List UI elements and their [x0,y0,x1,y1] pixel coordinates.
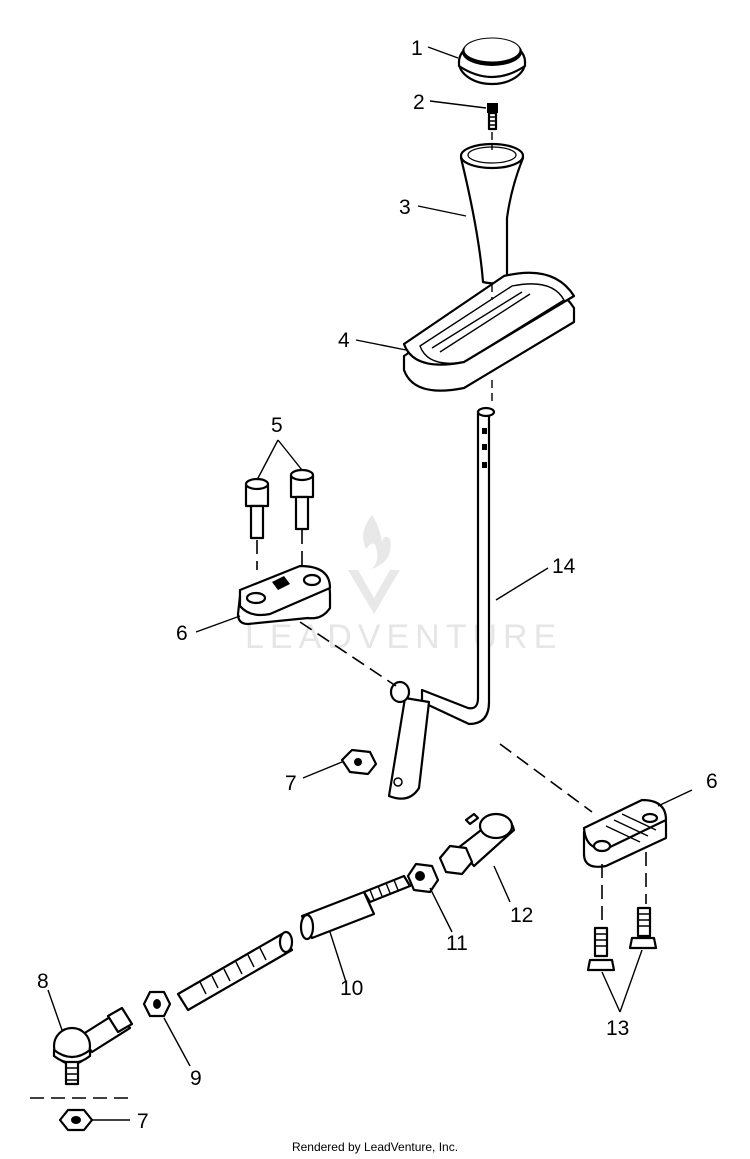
jam-nut-upper [406,862,440,894]
rod-end [438,812,516,876]
label-part-7-upper: 7 [285,772,297,795]
watermark-logo [348,515,400,614]
bolt-guide-lines-right [601,852,647,920]
label-part-12: 12 [510,904,533,927]
credit-text: Rendered by LeadVenture, Inc. [291,1140,459,1154]
connecting-rod [176,874,412,1012]
label-part-14: 14 [552,555,576,578]
shift-boot-plate [402,271,576,392]
knob-cap [457,37,527,86]
label-part-9: 9 [190,1067,202,1090]
alignment-line [299,621,593,813]
label-part-2: 2 [413,91,425,114]
shift-grip [459,142,525,285]
set-screw [487,103,498,131]
bolts-upper [244,468,315,540]
hex-nut-upper [340,748,378,776]
label-part-3: 3 [399,196,411,219]
ball-joint [52,1006,134,1086]
hex-nut-lower [58,1108,94,1132]
pivot-bracket-right [582,798,668,868]
jam-nut-lower [142,990,172,1018]
label-part-5: 5 [271,414,283,437]
leader-lines [47,46,693,1121]
bolt-guide-lines [256,530,303,570]
label-part-10: 10 [340,977,363,1000]
label-part-8: 8 [37,970,49,993]
label-part-6-left: 6 [176,622,188,645]
pivot-bracket-left [236,564,332,626]
label-part-4: 4 [338,329,350,352]
label-part-6-right: 6 [706,770,718,793]
label-part-1: 1 [411,37,423,60]
label-part-13: 13 [606,1017,629,1040]
bolts-lower [586,906,658,972]
watermark-text: LEADVENTURE [245,618,562,656]
label-part-7-lower: 7 [137,1110,149,1133]
label-part-11: 11 [446,932,468,955]
shift-lever [387,406,496,800]
